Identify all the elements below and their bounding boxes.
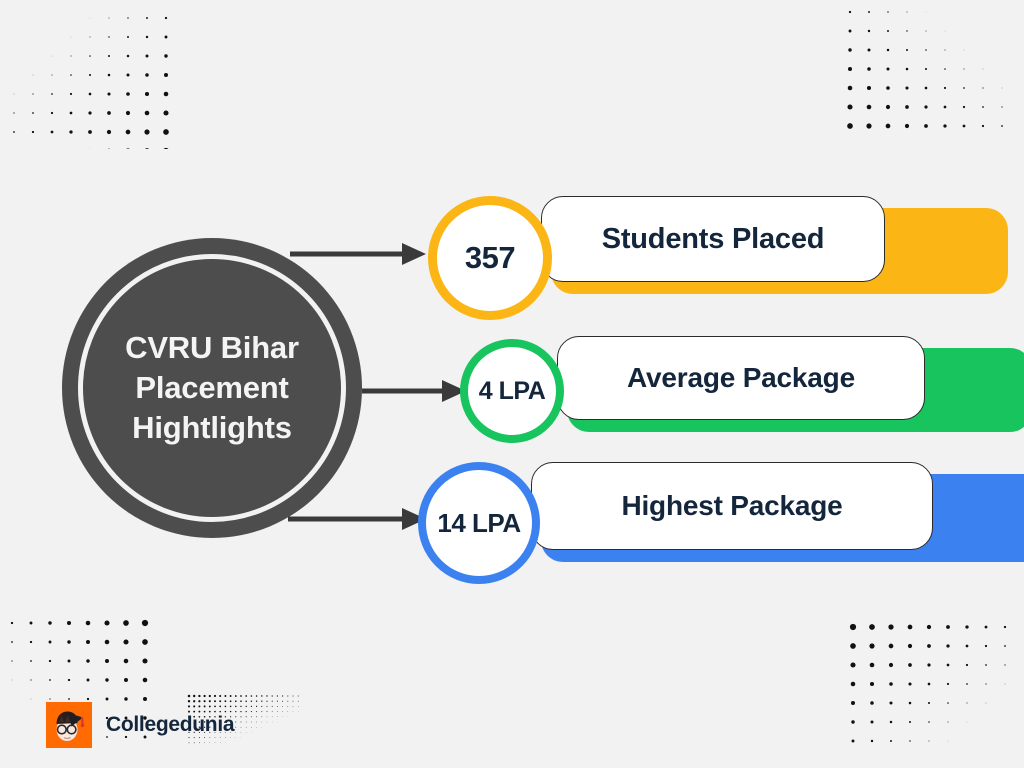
brand-logo[interactable]: Collegedunia (46, 702, 235, 748)
stat-card[interactable]: Average Package (557, 336, 925, 420)
connector-arrow-0 (290, 243, 426, 265)
stat-label: Highest Package (621, 490, 843, 521)
stat-value: 4 LPA (478, 376, 546, 405)
stat-badge[interactable]: 357 (428, 196, 552, 320)
stat-card-wrapper: Average Package (460, 336, 1024, 432)
stat-value: 14 LPA (437, 507, 521, 538)
stat-card-wrapper: Highest Package (418, 462, 1024, 562)
stat-row[interactable]: Highest Package 14 LPA (418, 462, 1024, 584)
page-title: CVRU Bihar Placement Hightlights (125, 330, 299, 445)
stat-row[interactable]: Average Package 4 LPA (460, 336, 1024, 443)
stat-value: 357 (464, 240, 516, 275)
stat-badge[interactable]: 4 LPA (460, 339, 564, 443)
graduate-face-icon (46, 702, 92, 748)
stat-card-wrapper: Students Placed (428, 196, 1008, 294)
stat-label: Average Package (627, 362, 855, 393)
hub-circle: CVRU Bihar Placement Hightlights (62, 238, 362, 538)
connector-arrow-1 (362, 380, 466, 402)
brand-name: Collegedunia (106, 713, 235, 736)
stat-card[interactable]: Students Placed (541, 196, 885, 282)
stat-row[interactable]: Students Placed 357 (428, 196, 1008, 320)
connector-arrow-2 (288, 508, 426, 530)
stat-card[interactable]: Highest Package (531, 462, 933, 550)
stat-label: Students Placed (601, 222, 825, 255)
stat-badge[interactable]: 14 LPA (418, 462, 540, 584)
